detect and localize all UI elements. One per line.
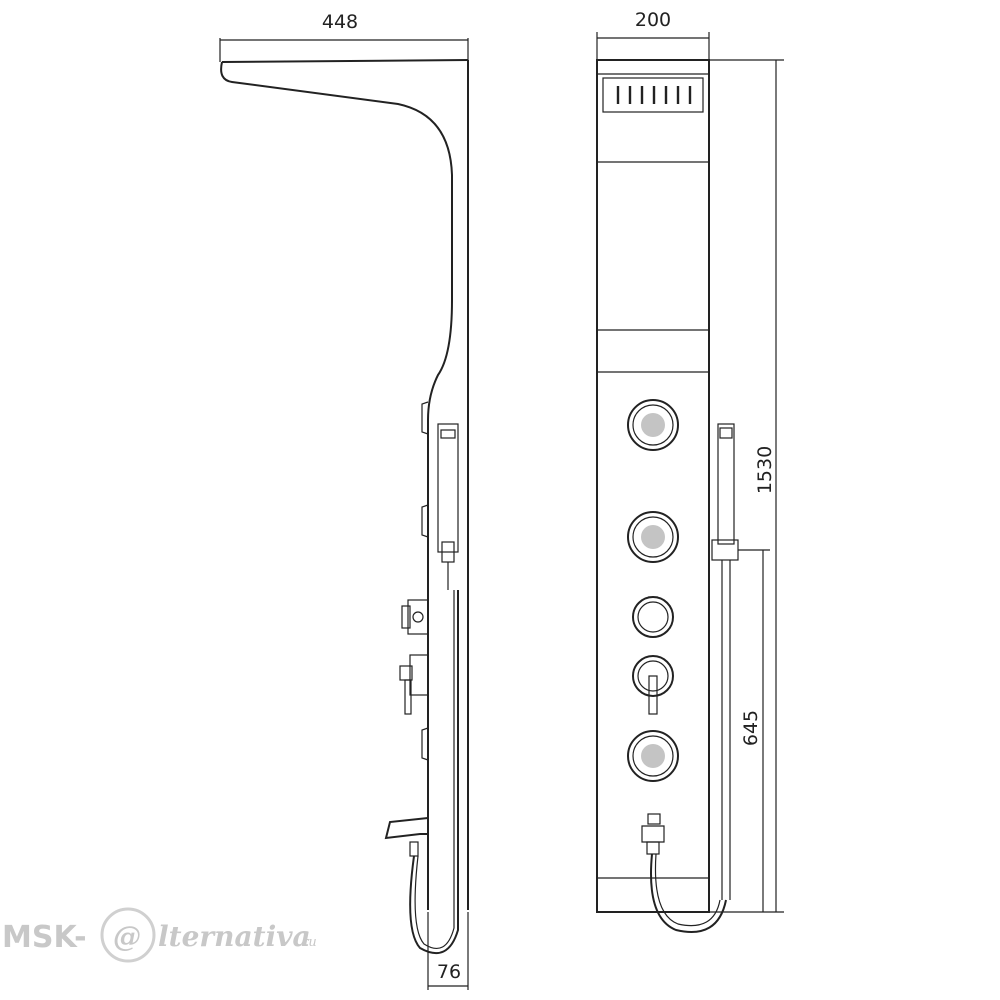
front-hose: [650, 853, 727, 933]
svg-text:@: @: [113, 920, 141, 953]
side-mixer-lever: [399, 654, 429, 715]
watermark-logo: MSK- @ lternativa .ru: [2, 907, 317, 963]
front-diverter-knob: [632, 596, 674, 638]
hand-shower-height-dimension: 645: [738, 549, 770, 912]
svg-text:MSK-: MSK-: [2, 920, 87, 955]
rain-shower-head: [602, 77, 704, 113]
side-spout: [384, 817, 429, 857]
total-height-label: 1530: [754, 446, 776, 494]
side-panel-outline: [220, 60, 469, 910]
svg-text:lternativa: lternativa: [158, 920, 311, 953]
svg-text:.ru: .ru: [298, 935, 317, 950]
side-view: 448: [219, 11, 469, 990]
side-hand-shower: [437, 423, 459, 590]
body-jet-2: [627, 511, 679, 563]
body-jet-1: [627, 399, 679, 451]
wall-offset-dimension: 76: [427, 912, 469, 990]
front-hand-shower: [711, 423, 739, 900]
hand-shower-height-label: 645: [740, 710, 762, 746]
total-height-dimension: 1530: [709, 59, 784, 913]
width-dimension-label: 200: [635, 9, 671, 31]
front-panel-outline: [596, 59, 710, 913]
front-mixer: [632, 655, 674, 715]
depth-dimension-label: 448: [322, 11, 358, 33]
front-view: 200: [596, 9, 784, 933]
hose-connector: [641, 813, 665, 855]
depth-dimension: 448: [219, 11, 469, 62]
side-jets: [421, 401, 429, 761]
side-diverter-knob: [401, 599, 429, 635]
body-jet-3: [627, 730, 679, 782]
wall-offset-label: 76: [437, 961, 461, 983]
side-hose: [409, 590, 459, 954]
width-dimension: 200: [596, 9, 710, 60]
